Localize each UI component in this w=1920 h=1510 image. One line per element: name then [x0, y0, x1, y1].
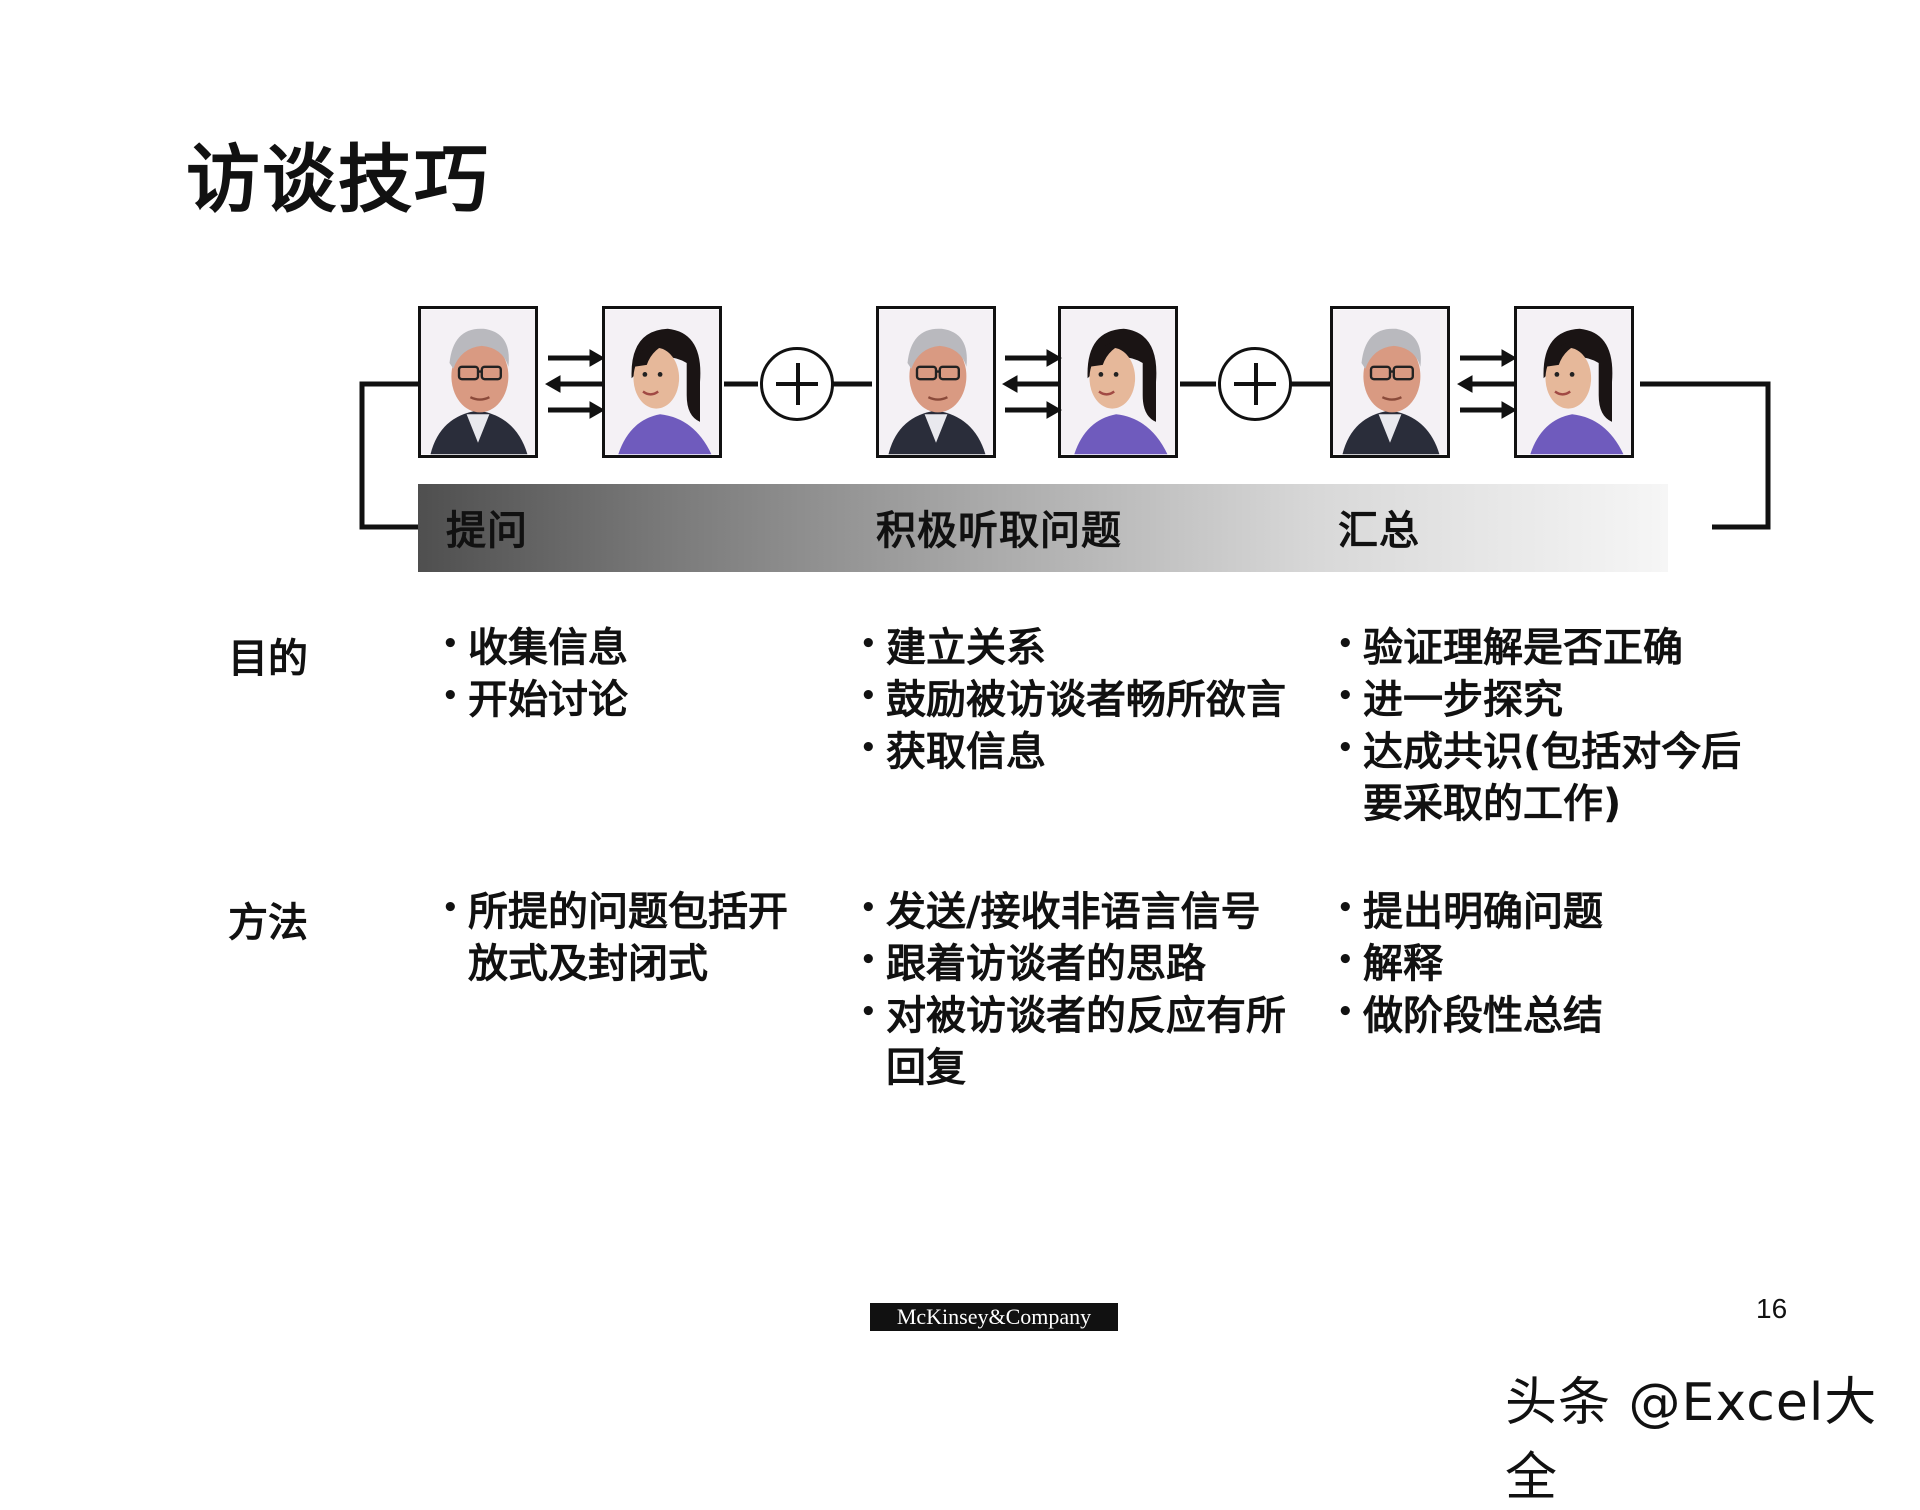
right-loop-line: [1640, 381, 1771, 530]
list-item: 进一步探究: [1335, 670, 1775, 726]
list-item: 开始讨论: [440, 670, 880, 726]
row-label-method: 方法: [228, 900, 308, 946]
list-item: 做阶段性总结: [1335, 986, 1775, 1042]
list-item: 跟着访谈者的思路: [858, 934, 1298, 990]
plus-circle-icon: [760, 347, 834, 421]
list-item: 所提的问题包括开放式及封闭式: [440, 882, 820, 990]
interviewer-photo: [418, 306, 538, 458]
purpose-list-listen: 建立关系 鼓励被访谈者畅所欲言 获取信息: [858, 618, 1298, 778]
interviewee-photo: [1058, 306, 1178, 458]
exchange-arrows-icon: [542, 344, 608, 424]
stage-band: [418, 484, 1668, 572]
exchange-arrows-icon: [1454, 344, 1520, 424]
plus-circle-icon: [1218, 347, 1292, 421]
row-label-purpose: 目的: [228, 636, 308, 682]
list-item: 发送/接收非语言信号: [858, 882, 1298, 938]
list-item: 对被访谈者的反应有所回复: [858, 986, 1298, 1094]
list-item: 提出明确问题: [1335, 882, 1775, 938]
left-loop-line: [359, 381, 418, 530]
interviewee-photo: [602, 306, 722, 458]
interviewee-photo: [1514, 306, 1634, 458]
exchange-arrows-icon: [999, 344, 1065, 424]
list-item: 达成共识(包括对今后要采取的工作): [1335, 722, 1775, 830]
stage-label-summarize: 汇总: [1338, 508, 1420, 554]
list-item: 建立关系: [858, 618, 1298, 674]
interviewer-photo: [876, 306, 996, 458]
watermark: 头条 @Excel大全: [1505, 1373, 1878, 1508]
list-item: 验证理解是否正确: [1335, 618, 1775, 674]
stage-label-ask: 提问: [446, 508, 528, 554]
list-item: 鼓励被访谈者畅所欲言: [858, 670, 1298, 726]
stage-label-listen: 积极听取问题: [876, 508, 1122, 554]
method-list-summarize: 提出明确问题 解释 做阶段性总结: [1335, 882, 1775, 1042]
list-item: 解释: [1335, 934, 1775, 990]
method-list-ask: 所提的问题包括开放式及封闭式: [440, 882, 820, 990]
purpose-list-summarize: 验证理解是否正确 进一步探究 达成共识(包括对今后要采取的工作): [1335, 618, 1775, 830]
loop-connector: [359, 381, 1771, 530]
purpose-list-ask: 收集信息 开始讨论: [440, 618, 880, 726]
method-list-listen: 发送/接收非语言信号 跟着访谈者的思路 对被访谈者的反应有所回复: [858, 882, 1298, 1094]
list-item: 收集信息: [440, 618, 880, 674]
list-item: 获取信息: [858, 722, 1298, 778]
mckinsey-logo: McKinsey&Company: [870, 1303, 1118, 1331]
interviewer-photo: [1330, 306, 1450, 458]
page-number: 16: [1756, 1293, 1788, 1324]
page-title: 访谈技巧: [186, 137, 490, 223]
